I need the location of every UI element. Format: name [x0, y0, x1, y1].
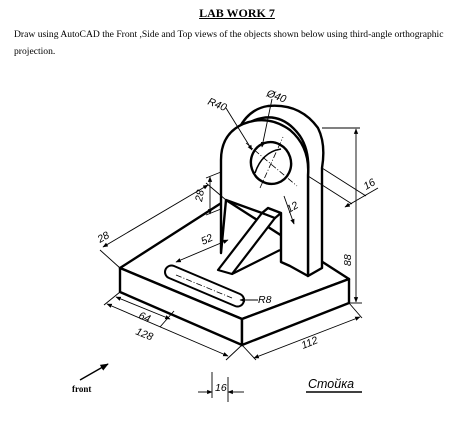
- dim-d40: Ø40: [264, 87, 288, 105]
- dim-128: 128: [134, 326, 155, 344]
- dim-16-top: 16: [362, 176, 378, 192]
- page-title: LAB WORK 7: [199, 6, 275, 20]
- front-label: front: [72, 384, 91, 394]
- part-name: Стойка: [308, 377, 354, 391]
- dim-112: 112: [300, 334, 320, 351]
- dim-28-base: 28: [95, 229, 112, 246]
- instruction-text: Draw using AutoCAD the Front ,Side and T…: [14, 29, 444, 57]
- dim-28-upright: 28: [193, 189, 207, 204]
- dim-16-bottom: 16: [215, 382, 227, 394]
- dimension-lines: [99, 98, 379, 402]
- dim-r8: R8: [258, 294, 272, 306]
- dim-88: 88: [342, 254, 354, 266]
- front-arrow-icon: [79, 363, 109, 381]
- base-slot: [164, 264, 245, 308]
- dim-64: 64: [137, 310, 152, 326]
- dim-r40: R40: [206, 96, 229, 114]
- dim-12: 12: [285, 199, 301, 215]
- dim-52: 52: [199, 232, 215, 248]
- upright-hole: [245, 136, 298, 189]
